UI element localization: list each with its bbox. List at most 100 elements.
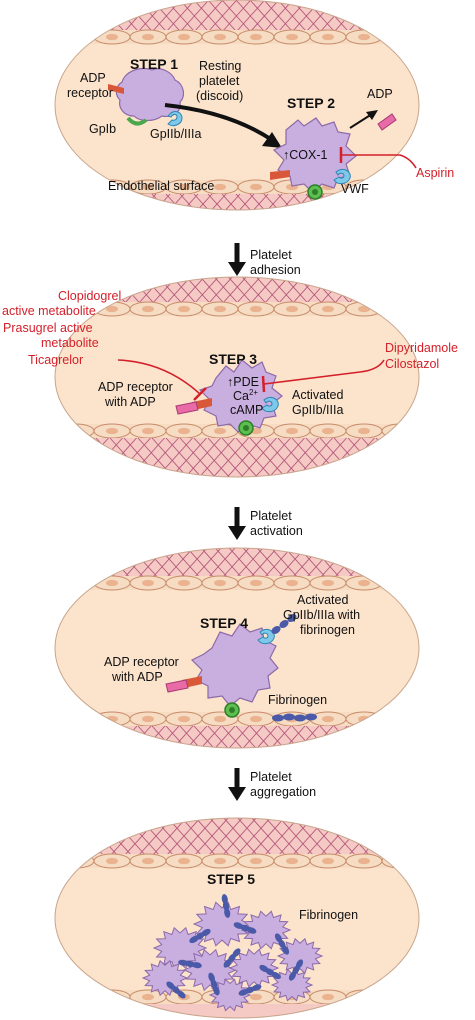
endothelial-cell bbox=[381, 29, 419, 45]
wall-fiber bbox=[207, 548, 243, 579]
wall-fiber bbox=[417, 548, 419, 579]
cell-nucleus bbox=[214, 33, 226, 41]
cell-nucleus bbox=[286, 857, 298, 865]
wall-fiber bbox=[207, 193, 227, 210]
wall-fiber bbox=[375, 277, 407, 305]
wall-fiber bbox=[389, 548, 419, 579]
ca-superscript: 2+ bbox=[249, 388, 258, 397]
wall-fiber bbox=[67, 0, 98, 33]
wall-fiber bbox=[95, 193, 115, 210]
wall-fiber bbox=[235, 437, 277, 477]
receptor-label-1: ADP receptor bbox=[98, 380, 173, 394]
wall-fiber bbox=[432, 270, 463, 304]
cell-nucleus bbox=[250, 305, 262, 313]
fibrinogen-bridge-icon bbox=[259, 964, 281, 980]
endothelial-cell bbox=[381, 853, 419, 869]
wall-fiber bbox=[55, 725, 82, 748]
cell-nucleus bbox=[430, 716, 442, 722]
wall-fiber bbox=[417, 548, 419, 579]
vessel-wall-bottom bbox=[55, 438, 419, 477]
wall-fiber bbox=[417, 818, 419, 857]
fibrinogen-bridge-icon bbox=[238, 984, 262, 996]
endothelial-cells-top bbox=[55, 301, 419, 317]
cell-nucleus bbox=[394, 579, 406, 587]
prasugrel-label-2: metabolite bbox=[41, 336, 99, 350]
wall-fiber bbox=[55, 193, 73, 210]
wall-fiber bbox=[403, 277, 419, 305]
wall-fiber bbox=[361, 818, 399, 857]
wall-fiber bbox=[207, 725, 236, 748]
wall-fiber bbox=[193, 725, 222, 748]
wall-fiber bbox=[417, 818, 419, 857]
wall-fiber bbox=[55, 0, 70, 33]
wall-fiber bbox=[55, 725, 82, 748]
cell-nucleus bbox=[430, 580, 442, 586]
ca-text: Ca bbox=[233, 389, 249, 403]
wall-fiber bbox=[389, 0, 419, 33]
wall-fiber bbox=[375, 277, 407, 305]
cell-nucleus bbox=[430, 428, 442, 434]
cell-nucleus bbox=[70, 993, 82, 1001]
wall-fiber bbox=[432, 540, 466, 578]
wall-fiber bbox=[432, 816, 468, 856]
wall-fiber bbox=[249, 725, 278, 748]
wall-fiber bbox=[417, 193, 419, 210]
wall-fiber bbox=[417, 277, 419, 305]
activated-gpllb-icon bbox=[261, 397, 279, 413]
wall-fiber bbox=[375, 0, 406, 33]
wall-fiber bbox=[207, 0, 238, 33]
wall-fiber bbox=[207, 437, 249, 477]
endothelial-cell bbox=[417, 301, 419, 317]
wall-fiber bbox=[55, 548, 75, 579]
endothelial-cell bbox=[381, 711, 419, 727]
cell-nucleus bbox=[178, 183, 190, 191]
cox-label: ↑COX-1 bbox=[283, 148, 328, 162]
cell-nucleus bbox=[286, 305, 298, 313]
aggregated-platelet bbox=[192, 901, 252, 947]
cell-nucleus bbox=[322, 857, 334, 865]
wall-fiber bbox=[375, 818, 413, 857]
fibrinogen-bridge-icon bbox=[223, 948, 241, 968]
wall-fiber bbox=[81, 548, 117, 579]
wall-fiber bbox=[81, 193, 101, 210]
endothelial-cell bbox=[381, 989, 419, 1005]
clopidogrel-label-2: active metabolite bbox=[2, 304, 96, 318]
step2-title: STEP 2 bbox=[287, 95, 335, 111]
wall-fiber bbox=[263, 0, 294, 33]
adp-receptor-label-1: ADP bbox=[80, 71, 106, 85]
wall-fiber bbox=[389, 277, 419, 305]
wall-fiber bbox=[347, 725, 376, 748]
wall-fiber bbox=[67, 818, 105, 857]
pde-label: ↑PDE bbox=[227, 375, 259, 389]
cell-nucleus bbox=[358, 993, 370, 1001]
cell-nucleus bbox=[70, 183, 82, 191]
wall-fiber bbox=[165, 818, 203, 857]
wall-fiber bbox=[375, 725, 404, 748]
wall-fiber bbox=[361, 277, 393, 305]
transition-arrowhead-1 bbox=[228, 262, 246, 276]
cell-nucleus bbox=[142, 33, 154, 41]
vwf-label: VWF bbox=[341, 182, 369, 196]
wall-fiber bbox=[389, 818, 419, 857]
adp-molecule-icon bbox=[377, 113, 397, 131]
endothelial-cell bbox=[55, 989, 59, 1005]
wall-fiber bbox=[375, 193, 395, 210]
cell-nucleus bbox=[430, 994, 442, 1000]
adp-release-arrowhead bbox=[366, 110, 378, 120]
wall-fiber bbox=[137, 193, 157, 210]
wall-fiber bbox=[389, 277, 419, 305]
step1-title: STEP 1 bbox=[130, 56, 178, 72]
wall-fiber bbox=[277, 725, 306, 748]
receptor-label-2: with ADP bbox=[104, 395, 156, 409]
wall-fiber bbox=[109, 193, 129, 210]
wall-fiber bbox=[55, 0, 70, 33]
wall-fiber bbox=[375, 548, 411, 579]
wall-fiber bbox=[375, 437, 417, 477]
wall-fiber bbox=[55, 818, 77, 857]
step5-title: STEP 5 bbox=[207, 871, 255, 887]
endothelial-cell bbox=[345, 989, 383, 1005]
adp-receptor-icon bbox=[270, 170, 290, 180]
wall-fiber bbox=[55, 725, 68, 748]
cell-nucleus bbox=[286, 427, 298, 435]
